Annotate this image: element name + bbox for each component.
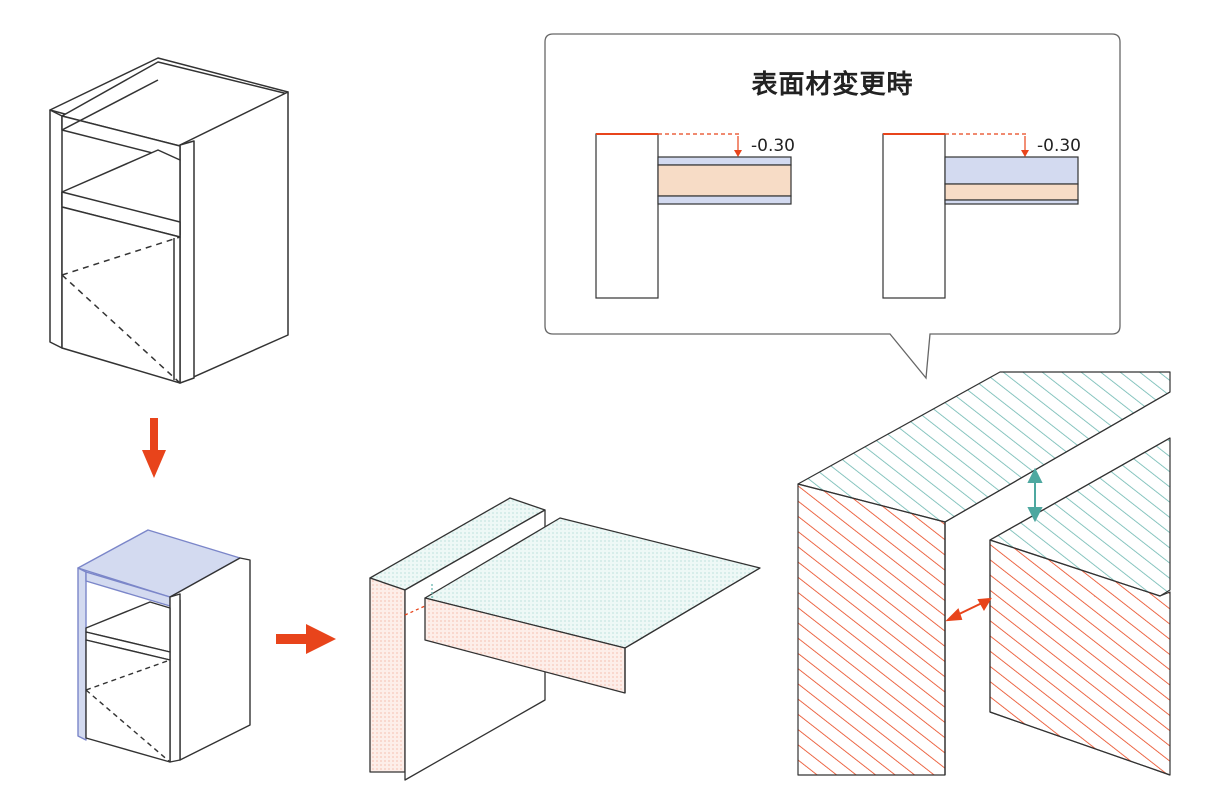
arrow-right-icon xyxy=(276,624,336,654)
arrow-down-icon xyxy=(142,418,166,478)
gap-arrow-horizontal xyxy=(945,597,992,622)
joint-closeup xyxy=(369,497,761,781)
cabinet-highlighted xyxy=(77,529,251,763)
section-detail-right xyxy=(882,133,1079,299)
callout-bubble xyxy=(544,33,1121,380)
gap-arrow-vertical xyxy=(1027,467,1043,523)
section-detail-left xyxy=(595,133,792,299)
dimension-label-left: -0.30 xyxy=(751,136,795,156)
dimension-label-right: -0.30 xyxy=(1037,136,1081,156)
hatched-closeup xyxy=(797,371,1171,776)
cabinet-original xyxy=(49,57,289,384)
callout-title: 表面材変更時 xyxy=(751,70,914,100)
